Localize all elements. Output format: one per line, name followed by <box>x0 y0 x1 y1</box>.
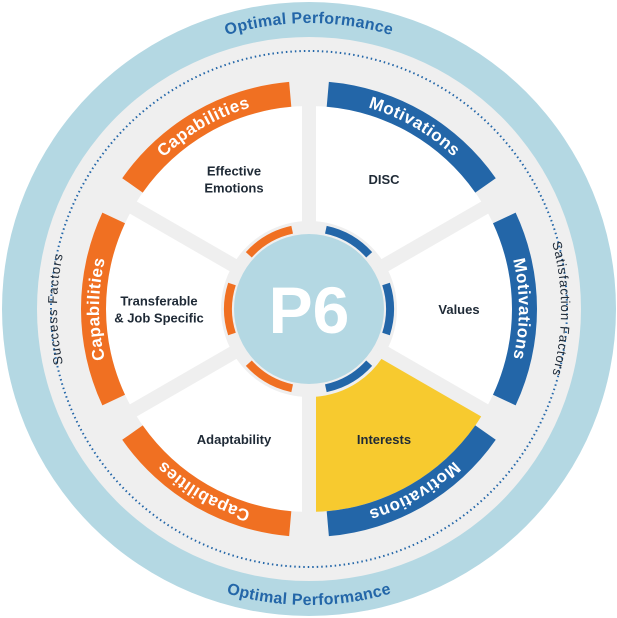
segment-values <box>385 207 512 411</box>
segment-label: & Job Specific <box>114 311 204 326</box>
inner-arc-accent <box>245 225 293 258</box>
side-left-label-text: Success Factors <box>45 251 65 366</box>
segment-label: Effective <box>207 164 261 179</box>
band-motivations <box>326 425 496 537</box>
segment-divider <box>374 186 514 276</box>
segment-divider <box>374 342 514 432</box>
segment-label: Interests <box>357 432 411 447</box>
side-left-label: Success Factors <box>45 251 66 366</box>
band-capabilities <box>80 212 126 406</box>
inner-arc-accent <box>224 282 236 336</box>
segment-label: Values <box>438 302 479 317</box>
segment-transferable-job-specific <box>105 207 233 411</box>
inner-arc-accent <box>325 360 373 393</box>
band-capabilities <box>122 81 292 193</box>
center-circle <box>234 234 384 384</box>
inner-arc-accent <box>245 360 293 393</box>
band-motivations <box>492 212 537 406</box>
segment-divider <box>104 342 244 432</box>
dotted-circle <box>50 50 568 568</box>
center-label: P6 <box>269 273 350 347</box>
segment-label: Adaptability <box>197 432 272 447</box>
inner-arc-accent <box>382 282 395 336</box>
segment-divider <box>104 186 244 276</box>
segment-label: Emotions <box>204 181 263 196</box>
band-capabilities <box>122 425 292 537</box>
inner-arc-accent <box>325 225 373 258</box>
band-motivations <box>326 81 496 193</box>
segment-label: Transferable <box>120 294 197 309</box>
segment-label: DISC <box>368 172 400 187</box>
